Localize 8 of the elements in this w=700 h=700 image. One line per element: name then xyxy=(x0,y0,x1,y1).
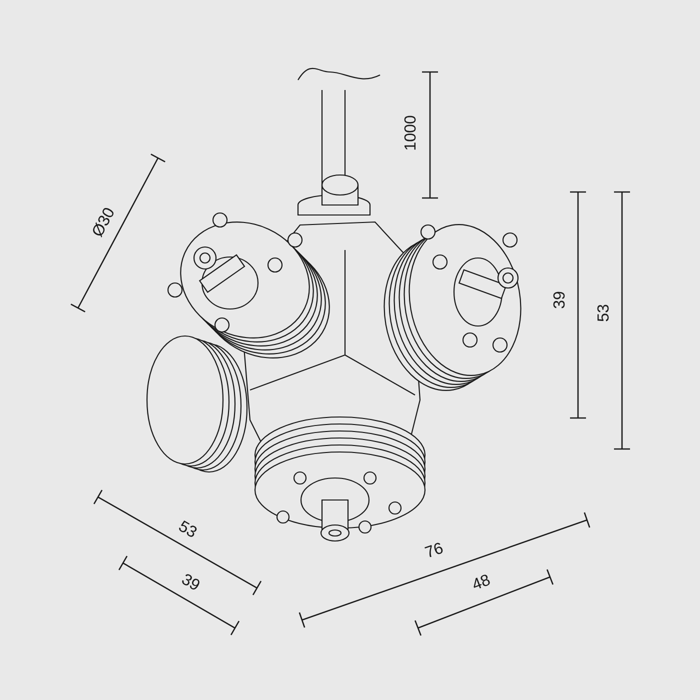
dimension-label: 39 xyxy=(553,292,565,308)
dimension-label: 53 xyxy=(597,304,609,322)
dimension-label: 53 xyxy=(179,520,197,537)
dimension-label: 48 xyxy=(474,574,490,588)
dimension-label: 1000 xyxy=(404,116,416,150)
dimension-label: 76 xyxy=(424,542,443,558)
dimension-label: Ø30 xyxy=(93,208,114,238)
dimension-label: 39 xyxy=(182,574,200,590)
